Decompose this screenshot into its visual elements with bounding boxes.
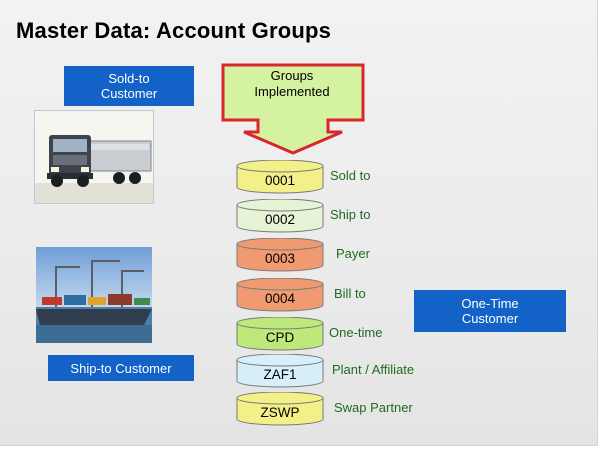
account-group-code: 0001: [264, 173, 296, 188]
account-group-cylinder: ZSWP: [236, 392, 326, 426]
groups-implemented-callout: [221, 63, 365, 155]
account-group-cylinder: 0003: [236, 238, 326, 272]
account-group-code: 0003: [264, 251, 296, 266]
account-group-label: Plant / Affiliate: [332, 362, 415, 377]
account-group-cylinder: ZAF1: [236, 354, 326, 388]
account-group-label: Payer: [336, 246, 370, 261]
account-group-code: 0002: [264, 212, 296, 227]
sold-to-customer-box: Sold-to Customer: [64, 66, 194, 106]
truck-image: [34, 110, 154, 204]
account-group-cylinder: 0002: [236, 199, 326, 233]
account-group-cylinder: 0001: [236, 160, 326, 194]
account-group-label: Ship to: [330, 207, 371, 222]
account-group-cylinder: CPD: [236, 317, 326, 351]
account-group-code: 0004: [264, 291, 296, 306]
port-image: [36, 247, 152, 343]
ship-to-customer-box: Ship-to Customer: [48, 355, 194, 381]
account-group-cylinder: 0004: [236, 278, 326, 312]
one-time-customer-box: One-Time Customer: [414, 290, 566, 332]
account-group-code: ZAF1: [263, 367, 297, 382]
account-group-label: Bill to: [334, 286, 366, 301]
account-group-label: Swap Partner: [334, 400, 413, 415]
account-group-label: One-time: [329, 325, 383, 340]
account-group-label: Sold to: [330, 168, 371, 183]
callout-label: Groups Implemented: [254, 68, 330, 99]
slide-title: Master Data: Account Groups: [16, 18, 332, 43]
account-group-code: CPD: [265, 330, 295, 345]
account-group-code: ZSWP: [260, 405, 300, 420]
